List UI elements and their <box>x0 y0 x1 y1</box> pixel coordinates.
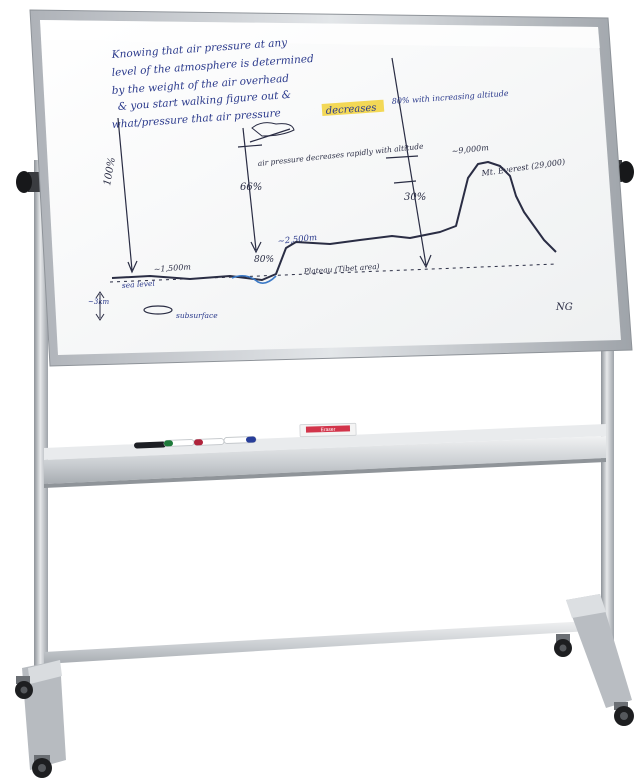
left-pivot-knob[interactable] <box>16 171 42 193</box>
green-marker[interactable] <box>164 439 194 446</box>
caster-wheel-front-right <box>614 702 634 726</box>
label-subsurface: subsurface <box>176 311 218 320</box>
eraser[interactable]: Eraser <box>300 423 356 436</box>
label-sea-note: ~3km <box>88 298 110 306</box>
black-marker[interactable] <box>134 441 166 448</box>
label-66-percent: 66% <box>240 182 262 193</box>
bottom-crossbar <box>44 620 606 664</box>
label-30-percent: 30% <box>404 192 426 203</box>
eraser-brand-label: Eraser <box>321 427 336 433</box>
whiteboard <box>30 10 632 366</box>
blue-marker[interactable] <box>224 436 256 443</box>
label-corner-initials: NG <box>555 302 573 313</box>
caster-wheel-back-right <box>554 634 572 657</box>
caster-wheel-front-left <box>32 755 52 778</box>
red-marker[interactable] <box>194 438 224 445</box>
label-80-percent: 80% <box>254 255 274 265</box>
